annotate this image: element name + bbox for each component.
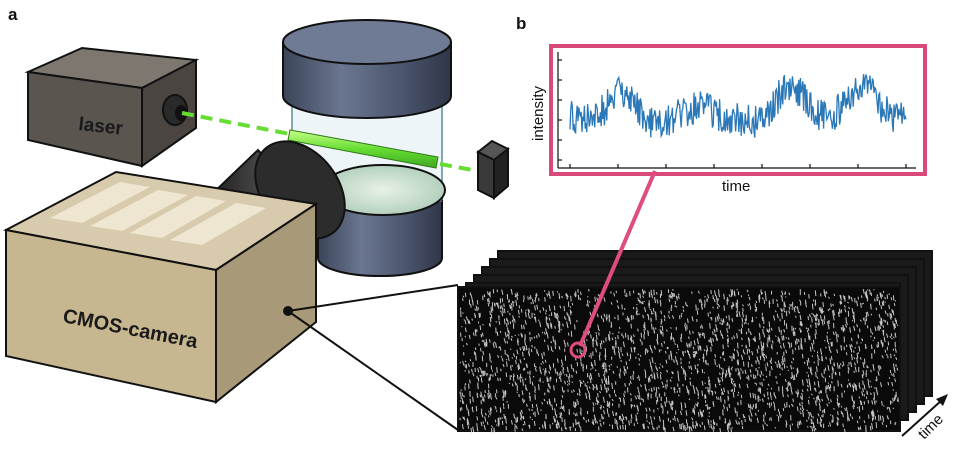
time-arrow-label: time <box>915 411 947 443</box>
laser-device: laser <box>24 46 200 168</box>
laser-beam <box>181 111 479 173</box>
speckle-texture <box>459 288 899 435</box>
plot-ylabel: intensity <box>530 85 547 141</box>
laser-label: laser <box>77 114 124 140</box>
image-stack: time <box>457 250 948 443</box>
plot-axes <box>557 52 916 169</box>
beam-dump <box>476 139 510 201</box>
sample-cuvette <box>282 19 452 277</box>
panel-letter-a: a <box>8 5 18 24</box>
speckle-frame <box>457 286 901 435</box>
pixel-highlight <box>569 170 657 359</box>
plot-xlabel: time <box>722 178 750 195</box>
intensity-trace <box>569 73 907 139</box>
intensity-plot-panel: time intensity <box>530 44 927 195</box>
projection-lines <box>287 284 459 431</box>
cmos-camera: CMOS-camera <box>3 140 346 405</box>
selected-pixel-circle <box>569 341 587 359</box>
panel-letter-b: b <box>516 14 526 33</box>
camera-cooling-fins <box>50 182 266 245</box>
